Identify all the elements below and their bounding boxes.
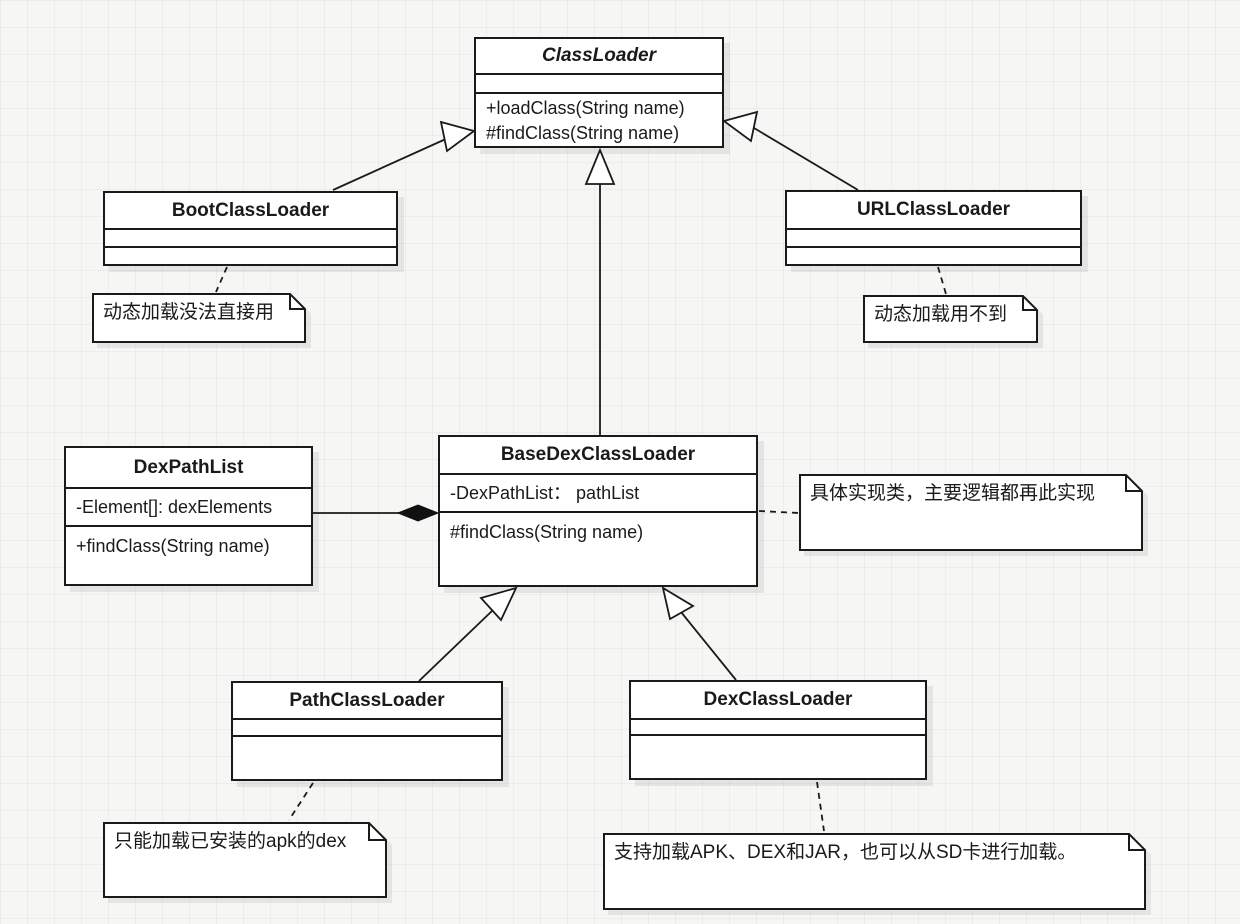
inheritance-arrow-icon: [439, 120, 477, 153]
bootclassloader-fields-compartment: [105, 230, 396, 248]
note-urlclassloader: 动态加载用不到: [863, 295, 1042, 347]
note-dexclassloader: 支持加载APK、DEX和JAR，也可以从SD卡进行加载。: [603, 833, 1150, 914]
urlclassloader-methods-compartment: [787, 248, 1080, 264]
class-box-urlclassloader: URLClassLoader: [785, 190, 1082, 266]
edge-generalization-pathclassloader-basedexclassloader: [418, 586, 518, 682]
note-shape: [92, 293, 306, 343]
class-title-dexclassloader: DexClassLoader: [631, 682, 925, 720]
dexclassloader-fields-compartment: [631, 720, 925, 736]
pathclassloader-methods-compartment: [233, 737, 501, 779]
note-shape: [799, 474, 1143, 551]
class-box-basedexclassloader: BaseDexClassLoader -DexPathList： pathLis…: [438, 435, 758, 587]
inheritance-arrow-icon: [584, 147, 616, 185]
urlclassloader-fields-compartment: [787, 230, 1080, 248]
dexpathlist-field-dexelements: -Element[]: dexElements: [76, 496, 273, 517]
dexpathlist-methods-compartment: +findClass(String name): [66, 527, 311, 584]
note-bootclassloader: 动态加载没法直接用: [92, 293, 310, 347]
classloader-method-loadclass: +loadClass(String name): [486, 98, 685, 118]
class-title-bootclassloader: BootClassLoader: [105, 193, 396, 230]
inheritance-arrow-icon: [721, 110, 759, 143]
class-box-dexclassloader: DexClassLoader: [629, 680, 927, 780]
edge-note-bootclassloader: [215, 266, 228, 293]
edge-generalization-urlclassloader-classloader: [721, 110, 859, 191]
basedexclassloader-methods-compartment: #findClass(String name): [440, 513, 756, 585]
class-title-classloader: ClassLoader: [476, 39, 722, 75]
class-box-pathclassloader: PathClassLoader: [231, 681, 503, 781]
basedexclassloader-field-pathlist: -DexPathList： pathList: [450, 482, 640, 503]
edge-composition-dexpathlist-basedexclassloader: [313, 504, 440, 522]
dexpathlist-method-findclass: +findClass(String name): [76, 536, 270, 556]
edge-note-dexclassloader: [816, 781, 825, 832]
class-title-pathclassloader: PathClassLoader: [233, 683, 501, 720]
edge-generalization-dexclassloader-basedexclassloader: [661, 586, 737, 681]
class-title-urlclassloader: URLClassLoader: [787, 192, 1080, 230]
class-box-dexpathlist: DexPathList -Element[]: dexElements +fin…: [64, 446, 313, 586]
note-text-bootclassloader: 动态加载没法直接用: [103, 302, 275, 323]
basedexclassloader-fields-compartment: -DexPathList： pathList: [440, 475, 756, 513]
class-title-dexpathlist: DexPathList: [66, 448, 311, 489]
edge-note-pathclassloader: [288, 782, 314, 821]
pathclassloader-fields-compartment: [233, 720, 501, 737]
edge-note-urlclassloader: [937, 266, 947, 295]
edge-note-basedexclassloader: [758, 510, 800, 514]
class-box-bootclassloader: BootClassLoader: [103, 191, 398, 266]
note-pathclassloader: 只能加载已安装的apk的dex: [103, 822, 391, 902]
note-text-dexclassloader: 支持加载APK、DEX和JAR，也可以从SD卡进行加载。: [614, 842, 1077, 863]
bootclassloader-methods-compartment: [105, 248, 396, 264]
inheritance-arrow-icon: [661, 586, 695, 621]
composition-diamond-icon: [396, 504, 440, 522]
inheritance-arrow-icon: [479, 586, 518, 622]
note-basedexclassloader: 具体实现类，主要逻辑都再此实现: [799, 474, 1147, 555]
note-shape: [863, 295, 1038, 343]
note-text-pathclassloader: 只能加载已安装的apk的dex: [114, 831, 347, 852]
dexpathlist-fields-compartment: -Element[]: dexElements: [66, 489, 311, 527]
classloader-fields-compartment: [476, 75, 722, 94]
class-box-classloader: ClassLoader +loadClass(String name) #fin…: [474, 37, 724, 148]
basedexclassloader-method-findclass: #findClass(String name): [450, 522, 644, 542]
edge-generalization-bootclassloader-classloader: [332, 120, 477, 191]
note-shape: [603, 833, 1146, 910]
note-shape: [103, 822, 387, 898]
classloader-method-findclass: #findClass(String name): [486, 123, 680, 143]
classloader-methods-compartment: +loadClass(String name) #findClass(Strin…: [476, 94, 722, 146]
note-text-urlclassloader: 动态加载用不到: [874, 304, 1008, 325]
class-title-basedexclassloader: BaseDexClassLoader: [440, 437, 756, 475]
note-text-basedexclassloader: 具体实现类，主要逻辑都再此实现: [810, 483, 1096, 504]
dexclassloader-methods-compartment: [631, 736, 925, 778]
edge-generalization-basedexclassloader-classloader: [584, 147, 616, 435]
